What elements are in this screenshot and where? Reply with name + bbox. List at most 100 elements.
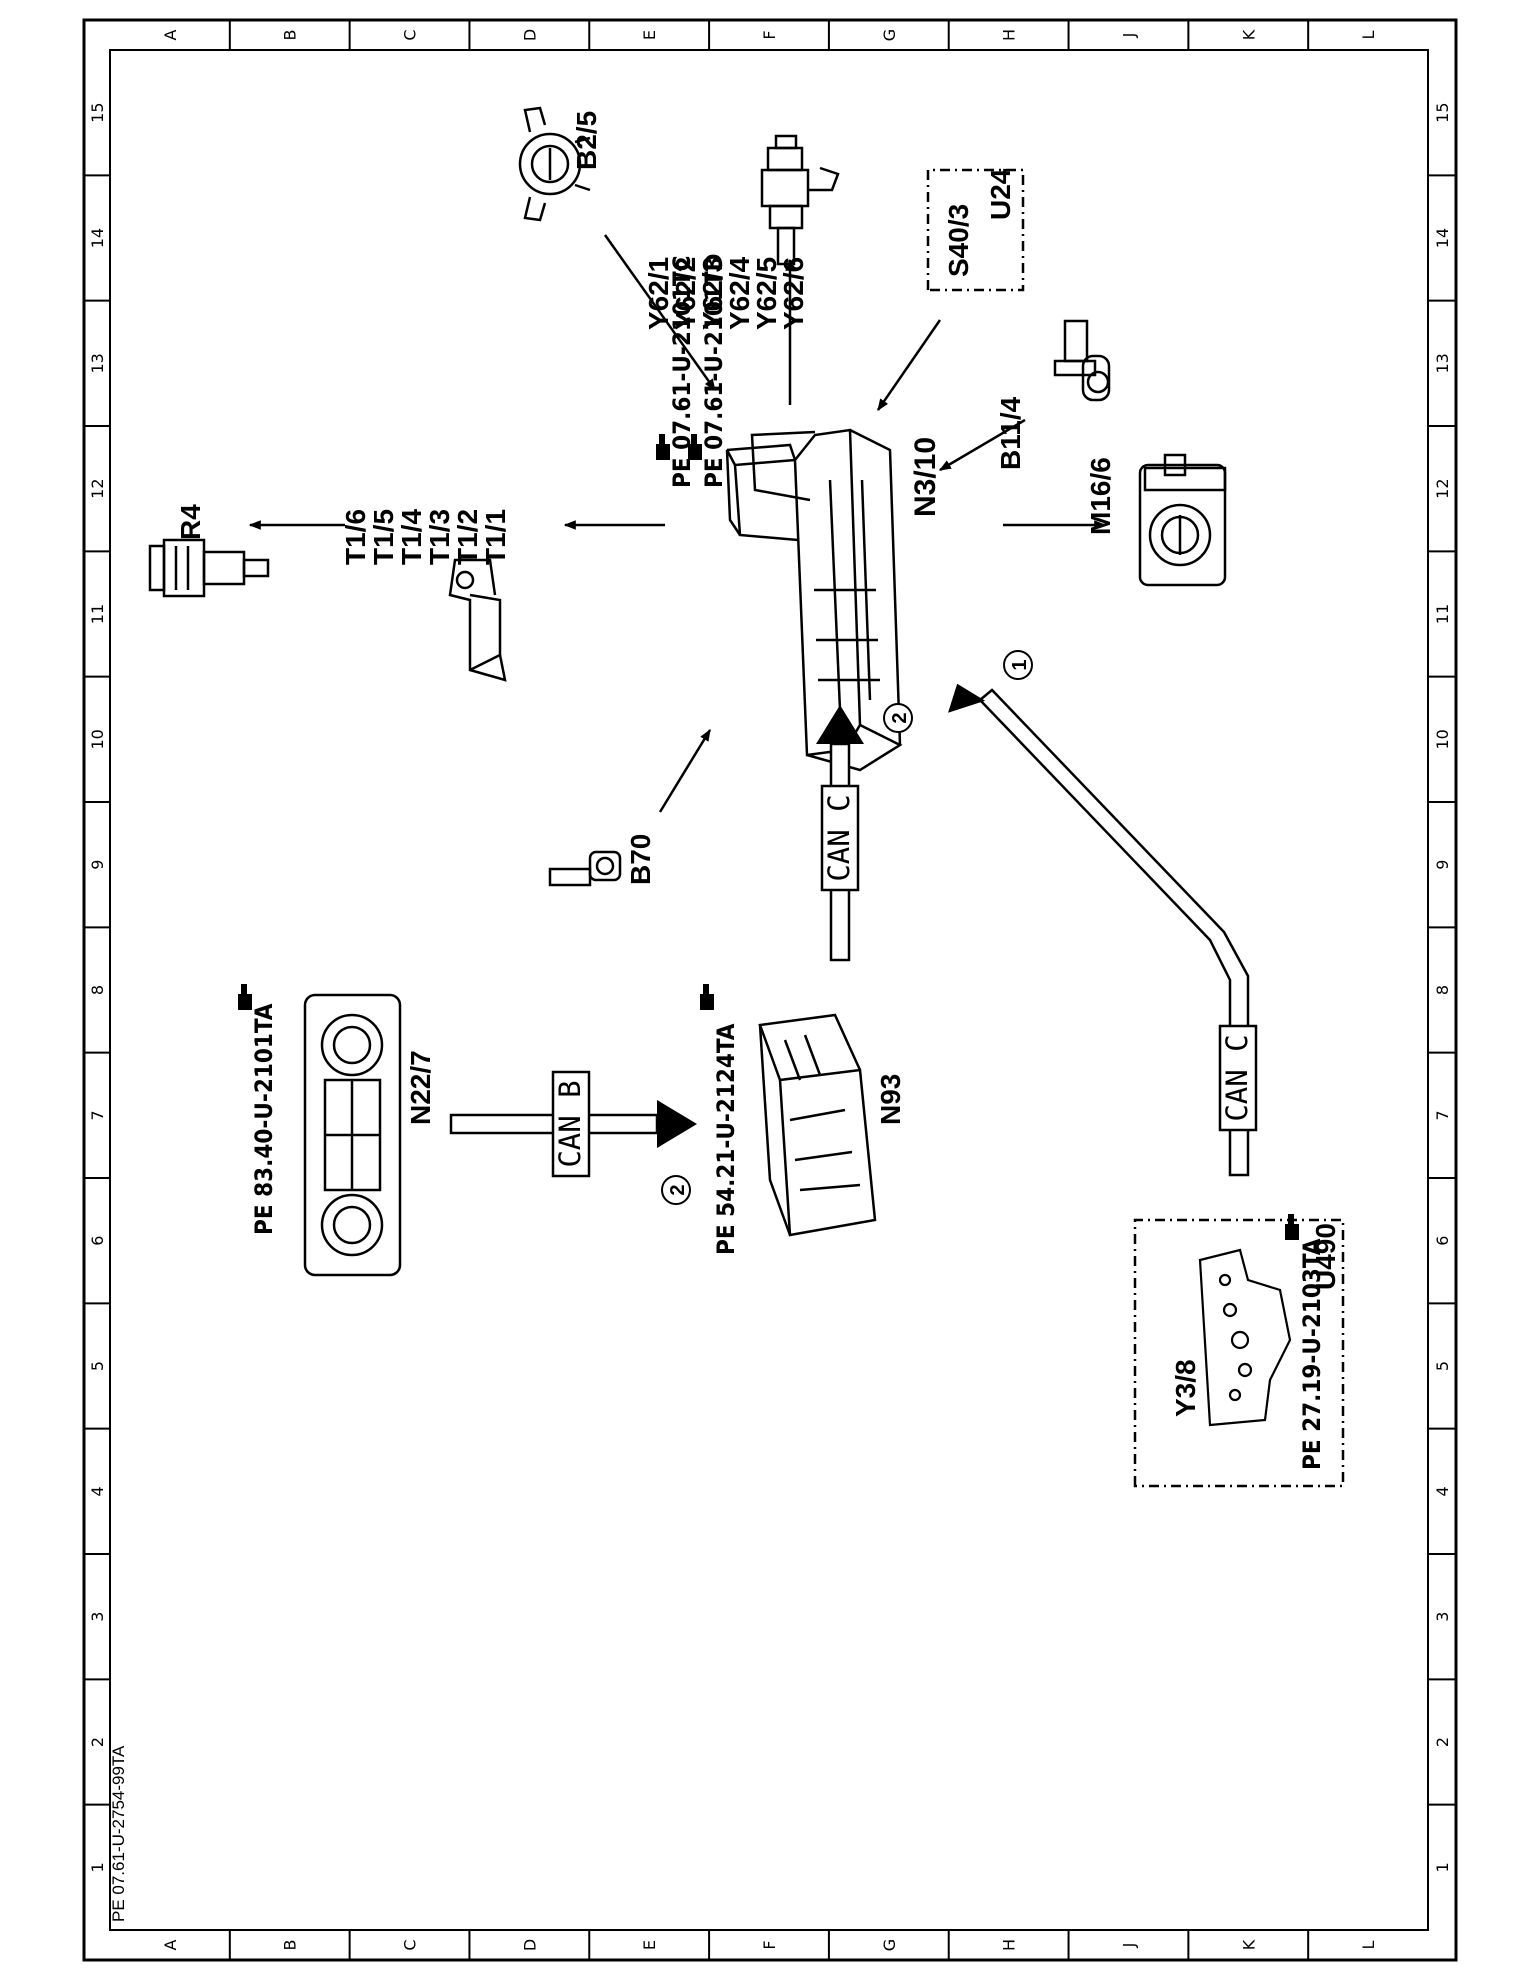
t1-label-6: T1/6 bbox=[340, 509, 371, 565]
grid-number-bottom-14: 14 bbox=[1433, 228, 1452, 248]
grid-letter-right-E: E bbox=[640, 30, 659, 40]
grid-number-top-6: 6 bbox=[88, 1236, 107, 1246]
b11-4-label: B11/4 bbox=[995, 396, 1026, 470]
grid-number-bottom-1: 1 bbox=[1433, 1862, 1452, 1872]
grid-letter-right-F: F bbox=[760, 30, 779, 39]
n22-7-ref: PE 83.40-U-2101TA bbox=[250, 1003, 278, 1235]
can-b-label: CAN B bbox=[553, 1080, 587, 1167]
signal-arrows bbox=[248, 234, 1107, 813]
grid-number-top-2: 2 bbox=[88, 1737, 107, 1747]
m16-6-throttle-drawing bbox=[1138, 453, 1227, 587]
grid-letter-right-B: B bbox=[281, 30, 300, 41]
grid-letter-right-D: D bbox=[520, 29, 539, 41]
grid-number-bottom-13: 13 bbox=[1433, 353, 1452, 373]
badge-1: 1 bbox=[1003, 650, 1033, 680]
grid-letter-right-C: C bbox=[401, 29, 420, 40]
grid-number-bottom-5: 5 bbox=[1433, 1361, 1452, 1371]
grid-number-top-10: 10 bbox=[88, 729, 107, 749]
grid-number-bottom-4: 4 bbox=[1433, 1486, 1452, 1496]
svg-text:2: 2 bbox=[889, 712, 911, 723]
n3-10-ref-icon-2 bbox=[688, 434, 702, 460]
t1-label-1: T1/1 bbox=[480, 509, 511, 565]
grid-ticks bbox=[84, 20, 1456, 1960]
u490-dashed-box bbox=[1133, 1218, 1345, 1488]
grid-letter-left-L: L bbox=[1359, 1940, 1378, 1949]
grid-number-bottom-7: 7 bbox=[1433, 1110, 1452, 1120]
grid-number-top-4: 4 bbox=[88, 1486, 107, 1496]
grid-number-bottom-2: 2 bbox=[1433, 1737, 1452, 1747]
inner-frame bbox=[109, 49, 1429, 1931]
can-c-top-bus: CAN C bbox=[816, 705, 864, 962]
grid-number-top-1: 1 bbox=[88, 1862, 107, 1872]
y62-label-2: Y62/2 bbox=[670, 257, 701, 330]
n3-10-ecu-drawing bbox=[725, 428, 903, 772]
grid-letter-left-K: K bbox=[1239, 1939, 1258, 1950]
n3-10-ref-icon-1 bbox=[656, 434, 670, 460]
grid-letter-left-C: C bbox=[401, 1939, 420, 1950]
can-c-right-bus: CAN C bbox=[948, 683, 1258, 1177]
grid-letter-left-A: A bbox=[161, 1939, 180, 1950]
grid-letter-right-J: J bbox=[1119, 33, 1138, 39]
grid-letter-right-A: A bbox=[161, 29, 180, 40]
n93-module-drawing bbox=[758, 1013, 877, 1237]
grid-number-top-14: 14 bbox=[88, 228, 107, 248]
can-c-top-label: CAN C bbox=[822, 794, 856, 881]
grid-number-top-11: 11 bbox=[88, 604, 107, 624]
n3-10-label: N3/10 bbox=[909, 437, 942, 517]
y62-label-4: Y62/4 bbox=[724, 256, 755, 330]
y62-label-5: Y62/5 bbox=[751, 257, 782, 330]
t1-label-3: T1/3 bbox=[424, 509, 455, 565]
t1-label-5: T1/5 bbox=[368, 509, 399, 565]
grid-letter-left-B: B bbox=[281, 1940, 300, 1951]
grid-number-top-7: 7 bbox=[88, 1110, 107, 1120]
t1-coil-drawing bbox=[448, 558, 507, 682]
arrow-b2-5 bbox=[603, 234, 717, 391]
u490-ref: PE 27.19-U-2103TA bbox=[1298, 1238, 1326, 1470]
grid-number-top-9: 9 bbox=[88, 860, 107, 870]
grid-letter-left-D: D bbox=[520, 1939, 539, 1951]
grid-letter-right-L: L bbox=[1359, 30, 1378, 39]
grid-letter-left-H: H bbox=[1000, 1939, 1019, 1951]
grid-number-top-13: 13 bbox=[88, 353, 107, 373]
y62-label-3: Y62/3 bbox=[697, 257, 728, 330]
b70-label: B70 bbox=[625, 834, 656, 885]
arrow-b11-4 bbox=[938, 418, 1026, 472]
n22-7-ref-icon bbox=[238, 984, 252, 1010]
n93-label: N93 bbox=[875, 1074, 906, 1125]
grid-number-bottom-3: 3 bbox=[1433, 1612, 1452, 1622]
y3-8-label: Y3/8 bbox=[1170, 1359, 1201, 1417]
arrow-b70 bbox=[658, 728, 712, 813]
grid-letter-right-H: H bbox=[1000, 29, 1019, 41]
n22-7-label: N22/7 bbox=[405, 1050, 436, 1125]
grid-letter-left-E: E bbox=[640, 1940, 659, 1950]
grid-letter-left-F: F bbox=[760, 1940, 779, 1949]
y62-injector-drawing bbox=[760, 134, 840, 266]
grid-letter-right-G: G bbox=[880, 29, 899, 41]
grid-number-bottom-6: 6 bbox=[1433, 1236, 1452, 1246]
u24-dashed-box bbox=[926, 168, 1025, 292]
grid-number-bottom-11: 11 bbox=[1433, 604, 1452, 624]
grid-number-bottom-8: 8 bbox=[1433, 985, 1452, 995]
y62-label-6: Y62/6 bbox=[778, 257, 809, 330]
n22-7-control-panel-drawing bbox=[303, 993, 402, 1277]
b2-5-sensor-drawing bbox=[518, 106, 591, 222]
m16-6-label: M16/6 bbox=[1085, 457, 1116, 535]
grid-number-bottom-10: 10 bbox=[1433, 729, 1452, 749]
can-c-right-label: CAN C bbox=[1220, 1034, 1254, 1121]
t1-label-4: T1/4 bbox=[396, 509, 427, 565]
grid-number-bottom-12: 12 bbox=[1433, 478, 1452, 498]
grid-number-top-8: 8 bbox=[88, 985, 107, 995]
grid-number-top-5: 5 bbox=[88, 1361, 107, 1371]
grid-number-top-12: 12 bbox=[88, 478, 107, 498]
grid-letter-left-G: G bbox=[880, 1939, 899, 1951]
t1-labels: T1/1T1/2T1/3T1/4T1/5T1/6 bbox=[340, 509, 511, 565]
badge-2-top: 2 bbox=[883, 703, 913, 733]
can-b-bus: CAN B bbox=[449, 1070, 697, 1178]
s40-3-label: S40/3 bbox=[943, 204, 974, 277]
grid-number-top-3: 3 bbox=[88, 1612, 107, 1622]
